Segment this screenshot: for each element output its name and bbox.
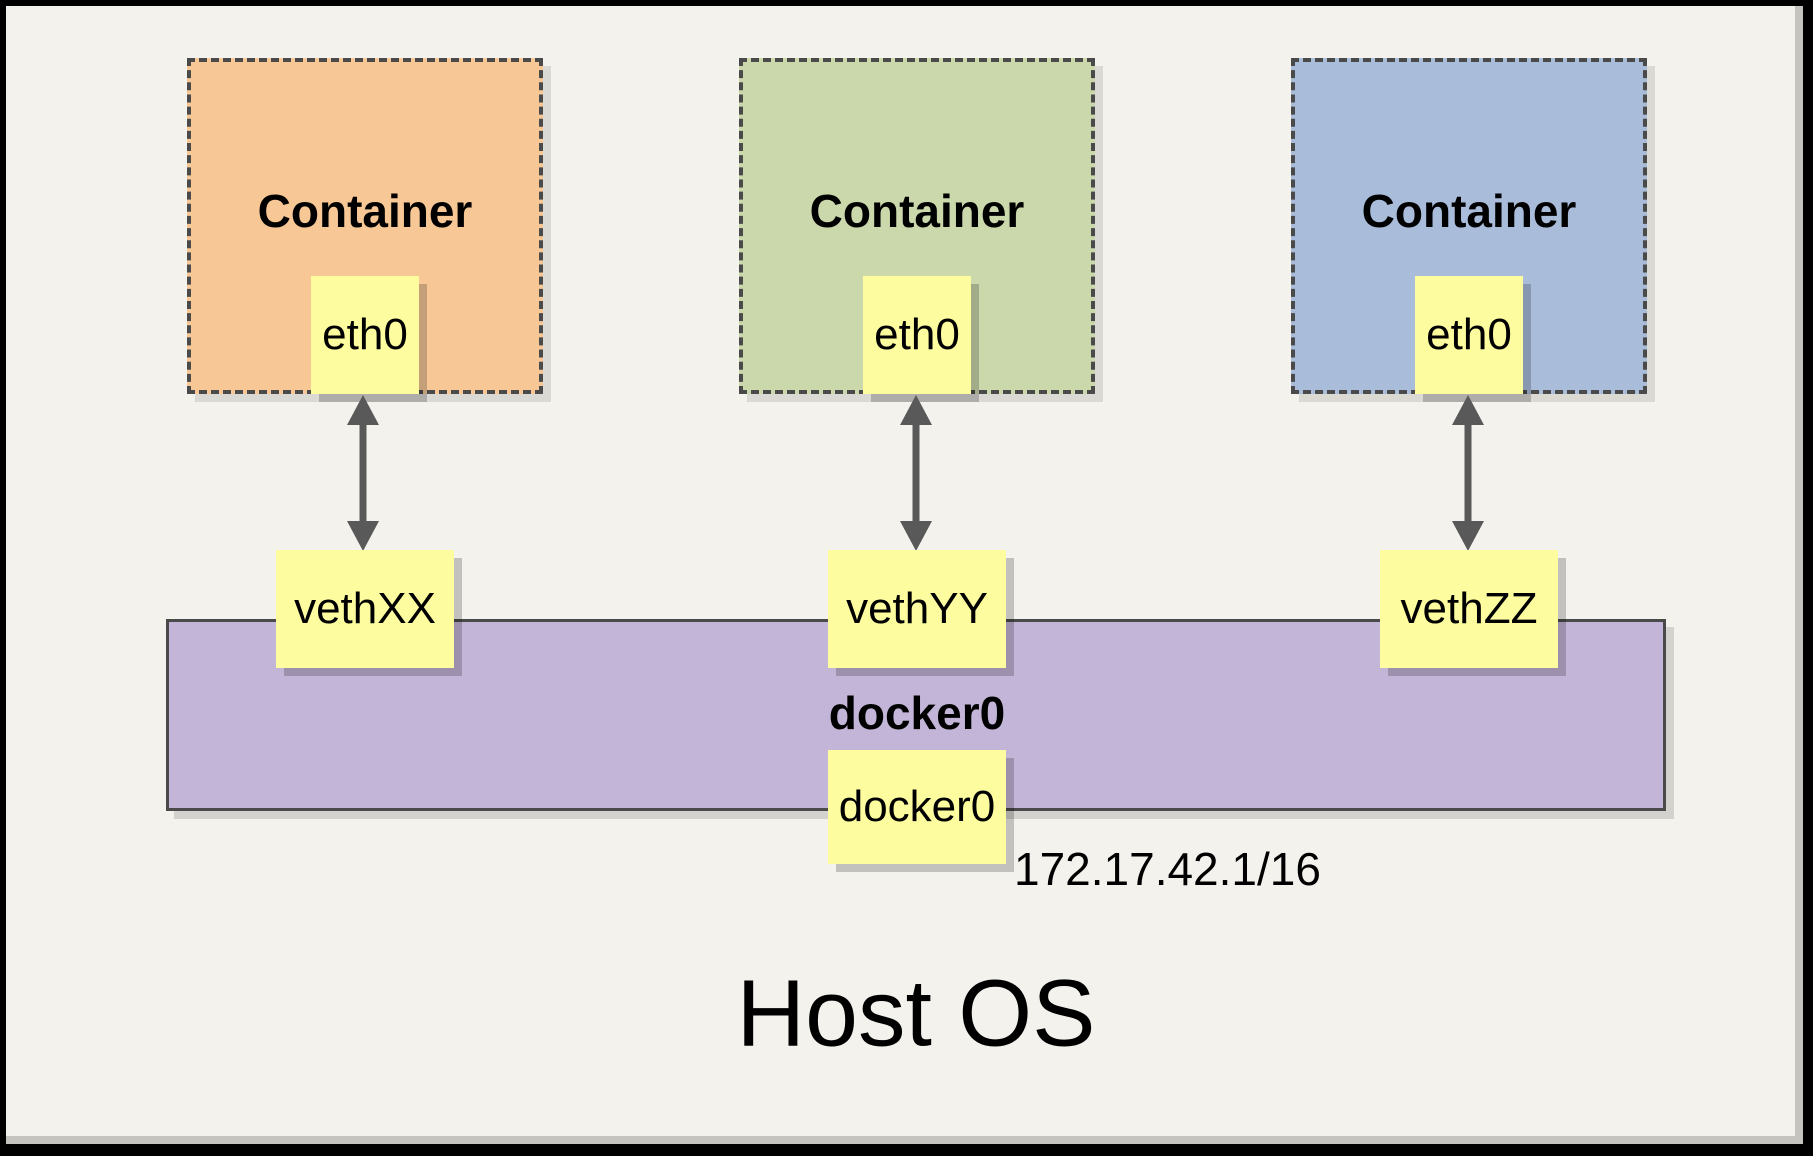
container-box-2: Container eth0 <box>739 58 1095 394</box>
eth0-interface-box: eth0 <box>863 276 971 394</box>
eth0-interface-box: eth0 <box>311 276 419 394</box>
container-label: Container <box>1361 185 1577 237</box>
double-arrow-icon <box>898 394 934 552</box>
eth0-label: eth0 <box>322 310 408 359</box>
container-box-1: Container eth0 <box>187 58 543 394</box>
veth-label: vethXX <box>294 584 436 633</box>
veth-interface-box: vethXX <box>276 550 454 668</box>
eth0-label: eth0 <box>1426 310 1512 359</box>
container-label: Container <box>809 185 1025 237</box>
docker0-interface-box: docker0 <box>828 750 1006 864</box>
container-label: Container <box>257 185 473 237</box>
bridge-ip-label: 172.17.42.1/16 <box>1014 843 1321 895</box>
host-os-label: Host OS <box>736 960 1096 1067</box>
double-arrow-icon <box>345 394 381 552</box>
veth-label: vethZZ <box>1400 584 1538 633</box>
container-box-3: Container eth0 <box>1291 58 1647 394</box>
eth0-label: eth0 <box>874 310 960 359</box>
docker0-interface-label: docker0 <box>838 782 996 831</box>
double-arrow-icon <box>1450 394 1486 552</box>
veth-interface-box: vethZZ <box>1380 550 1558 668</box>
eth0-interface-box: eth0 <box>1415 276 1523 394</box>
bridge-name-label: docker0 <box>828 687 1006 739</box>
veth-interface-box: vethYY <box>828 550 1006 668</box>
veth-label: vethYY <box>846 584 988 633</box>
